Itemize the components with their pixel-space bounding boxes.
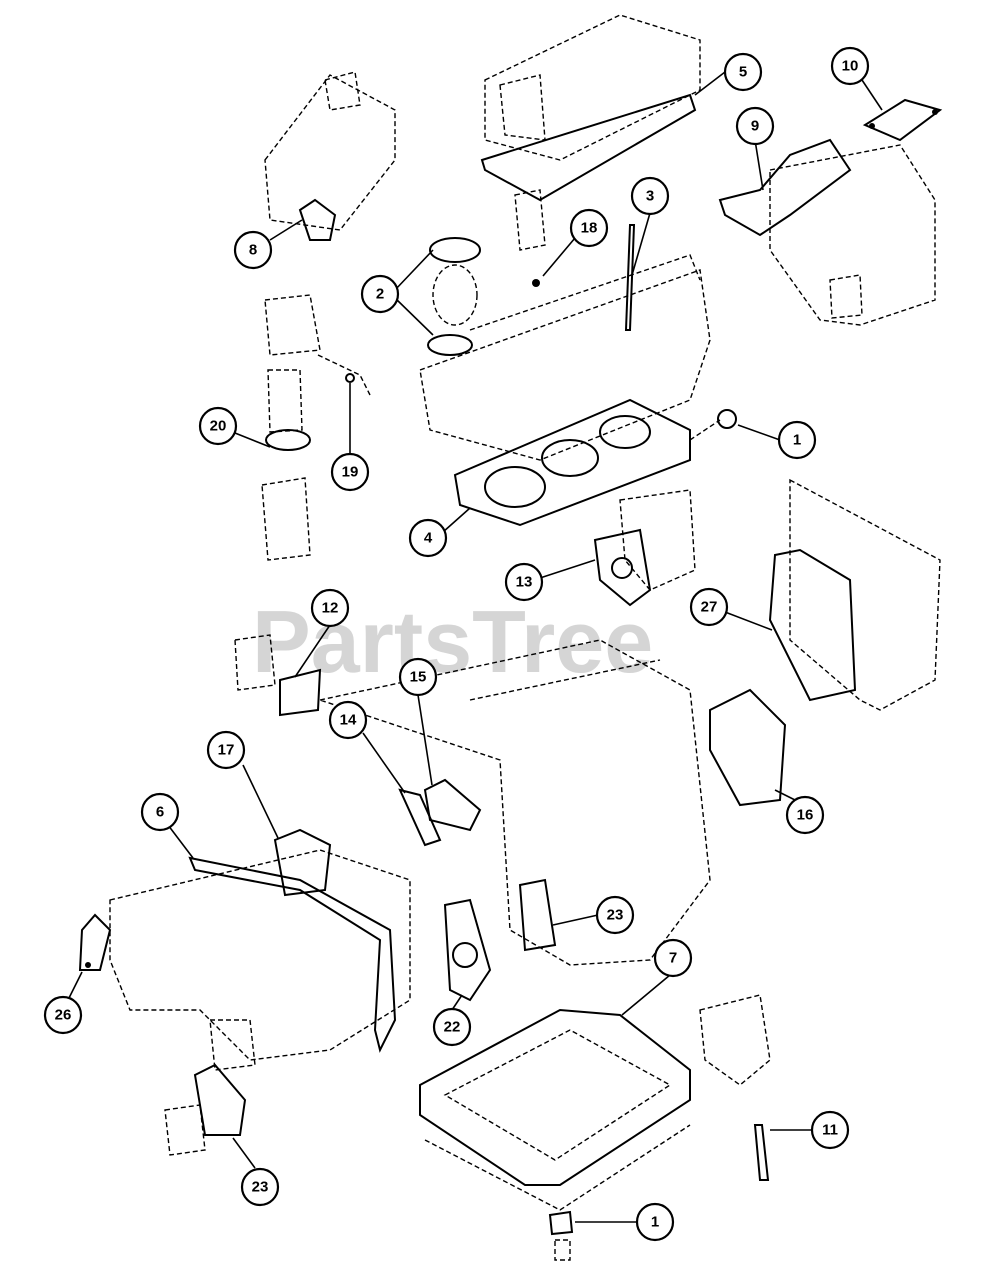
gasket-17 [273, 828, 332, 897]
seal-1-top [689, 409, 737, 441]
thermostat-gaskets [427, 237, 481, 356]
callout-4: 4 [408, 518, 448, 558]
callout-6: 6 [140, 792, 180, 832]
callout-17: 17 [206, 730, 246, 770]
flange-gasket-10 [862, 98, 943, 142]
intake-manifold [109, 849, 411, 1071]
drain-plug-1 [548, 1210, 574, 1261]
callout-14: 14 [328, 700, 368, 740]
cylinder-head [419, 254, 711, 461]
svg-text:15: 15 [410, 669, 427, 686]
callout-23-lower: 23 [240, 1167, 280, 1207]
gasket-14 [398, 788, 442, 847]
svg-text:7: 7 [669, 950, 677, 967]
plug-19 [317, 354, 371, 396]
filter-assembly [261, 294, 321, 561]
gasket-12 [234, 634, 322, 717]
callout-1-top: 1 [777, 420, 817, 460]
callout-5: 5 [723, 52, 763, 92]
callout-12: 12 [310, 588, 350, 628]
callout-1-bottom: 1 [635, 1202, 675, 1242]
callout-19: 19 [330, 452, 370, 492]
callout-23-upper: 23 [595, 895, 635, 935]
gear-case-gasket-27 [768, 548, 857, 702]
gasket-23-lower [164, 1063, 247, 1156]
cover-gasket-16 [709, 688, 787, 807]
callout-2: 2 [360, 274, 400, 314]
svg-text:22: 22 [444, 1019, 461, 1036]
svg-text:1: 1 [651, 1214, 659, 1231]
water-outlet-housing [264, 71, 396, 231]
svg-text:13: 13 [516, 574, 533, 591]
manifold-gasket-6 [188, 856, 397, 1053]
gasket-23-upper [518, 878, 557, 952]
injector [514, 189, 546, 287]
svg-text:11: 11 [822, 1122, 838, 1139]
engine-block [317, 639, 711, 966]
head-gasket-4 [453, 398, 691, 527]
svg-text:9: 9 [751, 118, 759, 135]
oil-pan-gasket-7 [419, 1008, 691, 1211]
valve-cover-gasket [480, 93, 697, 202]
callout-27: 27 [689, 587, 729, 627]
svg-text:18: 18 [581, 220, 598, 237]
svg-text:12: 12 [322, 600, 339, 617]
callout-7: 7 [653, 938, 693, 978]
exhaust-manifold [769, 144, 936, 326]
outlet-gasket-8 [298, 198, 337, 241]
callout-18: 18 [569, 208, 609, 248]
svg-text:10: 10 [842, 58, 859, 75]
callout-8: 8 [233, 230, 273, 270]
exhaust-gasket [718, 138, 852, 237]
svg-text:6: 6 [156, 804, 164, 821]
callout-16: 16 [785, 795, 825, 835]
svg-text:19: 19 [342, 464, 359, 481]
callout-11: 11 [810, 1110, 850, 1150]
callout-26: 26 [43, 995, 83, 1035]
svg-text:4: 4 [424, 530, 433, 547]
callout-9: 9 [735, 106, 775, 146]
callout-13: 13 [504, 562, 544, 602]
callout-3: 3 [630, 176, 670, 216]
leader-lines [67, 71, 883, 1223]
pump-housing [619, 489, 696, 591]
svg-text:26: 26 [55, 1007, 72, 1024]
svg-text:23: 23 [607, 907, 624, 924]
svg-text:5: 5 [739, 64, 747, 81]
svg-text:27: 27 [701, 599, 718, 616]
callout-20: 20 [198, 406, 238, 446]
timing-gear-case [789, 478, 941, 711]
callout-15: 15 [398, 657, 438, 697]
svg-text:8: 8 [249, 242, 257, 259]
svg-text:16: 16 [797, 807, 814, 824]
gasket-22 [443, 898, 492, 1002]
svg-text:1: 1 [793, 432, 801, 449]
svg-text:3: 3 [646, 188, 654, 205]
gasket-26 [78, 913, 112, 971]
svg-text:14: 14 [340, 712, 357, 729]
callout-22: 22 [432, 1007, 472, 1047]
callout-10: 10 [830, 46, 870, 86]
pipe-11 [699, 994, 771, 1181]
svg-text:17: 17 [218, 742, 235, 759]
valve-cover [484, 14, 701, 161]
dipstick-3 [624, 224, 636, 331]
svg-text:2: 2 [376, 286, 384, 303]
svg-text:23: 23 [252, 1179, 269, 1196]
svg-text:20: 20 [210, 418, 227, 435]
